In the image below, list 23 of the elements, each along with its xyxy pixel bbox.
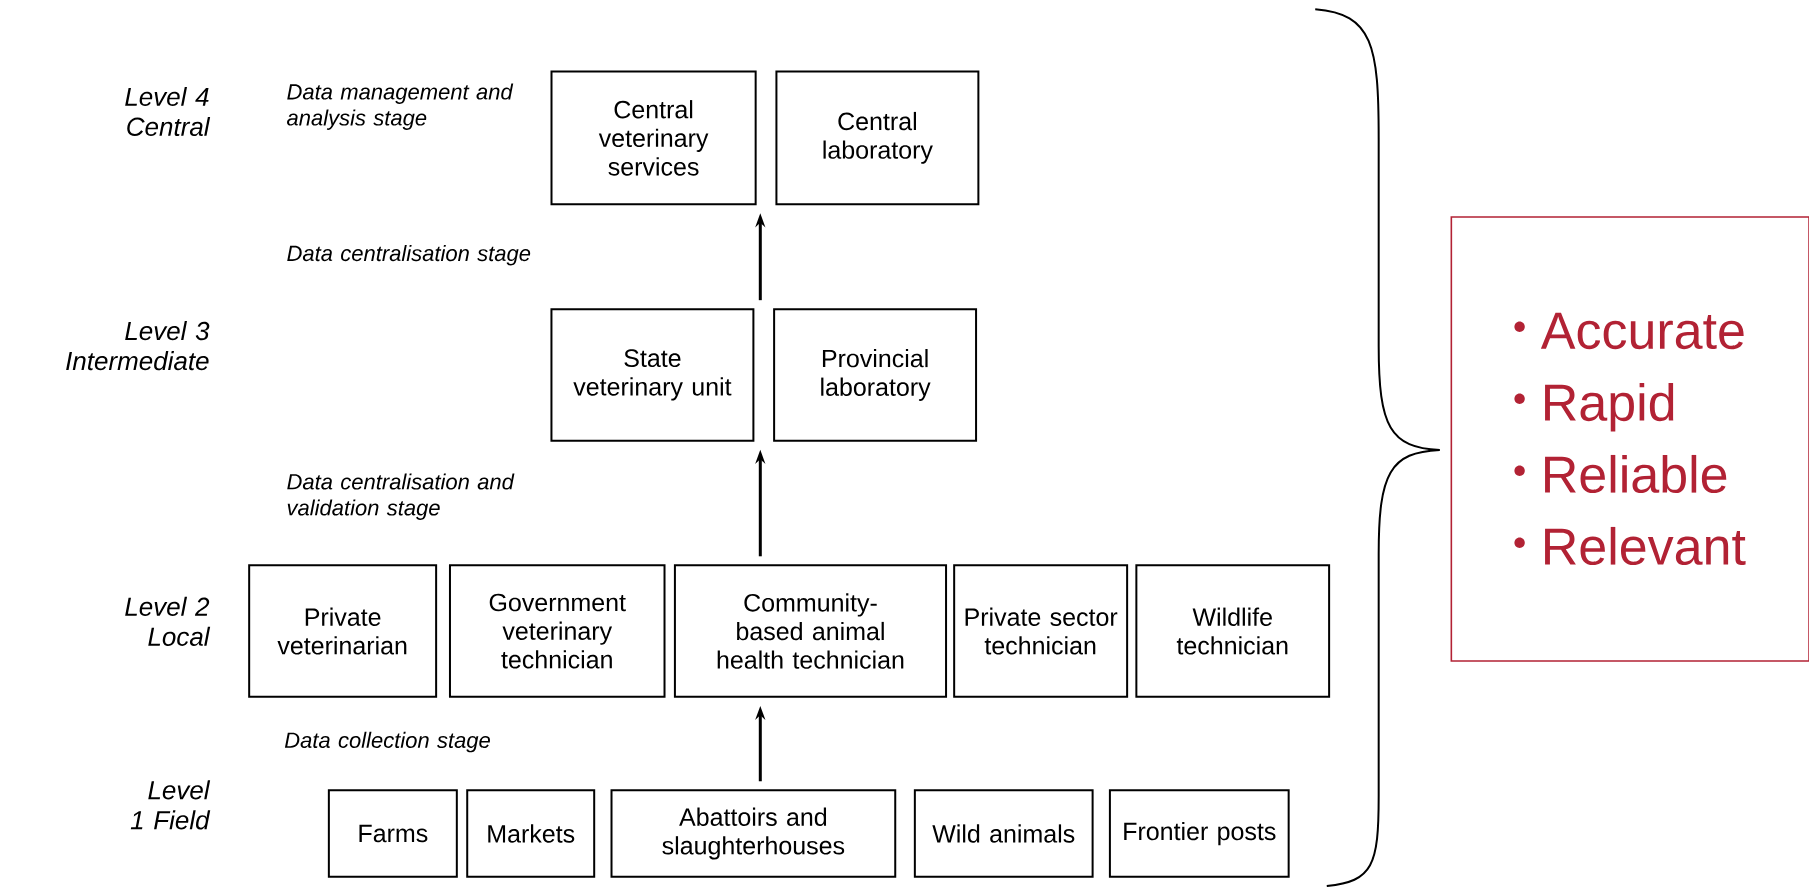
process-box: State veterinary unit xyxy=(550,308,755,442)
process-box: Private veterinarian xyxy=(248,564,438,698)
level-label: Level 3 Intermediate xyxy=(66,321,210,371)
process-box: Central veterinary services xyxy=(550,70,757,206)
process-box: Provincial laboratory xyxy=(773,308,978,442)
level-label: Level 4 Central xyxy=(125,86,211,136)
process-box: Wild animals xyxy=(913,789,1094,878)
level-label: Level 1 Field xyxy=(130,780,211,830)
process-box: Private sector technician xyxy=(953,564,1129,698)
process-box: Government veterinary technician xyxy=(448,564,666,698)
process-box: Frontier posts xyxy=(1108,789,1290,878)
process-box: Farms xyxy=(327,789,458,878)
process-box: Central laboratory xyxy=(775,70,980,206)
level-label: Level 2 Local xyxy=(125,596,211,646)
stage-label: Data centralisation and validation stage xyxy=(287,473,515,520)
process-box: Markets xyxy=(466,789,596,878)
stage-label: Data centralisation stage xyxy=(287,244,531,266)
stage-label: Data management and analysis stage xyxy=(287,83,514,130)
process-box: Wildlife technician xyxy=(1135,564,1331,698)
stage-label: Data collection stage xyxy=(284,731,490,753)
quality-list-box: Accurate Rapid Reliable Relevant xyxy=(1450,216,1809,662)
process-box: Abattoirs and slaughterhouses xyxy=(610,789,897,878)
process-box: Community-based animal health technician xyxy=(673,564,948,698)
